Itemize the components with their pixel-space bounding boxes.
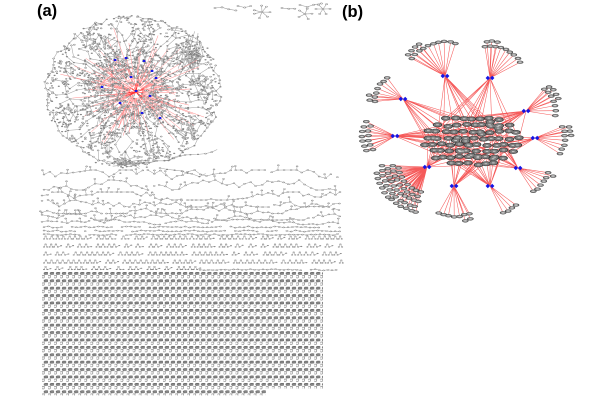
svg-text:(a): (a): [37, 2, 57, 20]
svg-text:(b): (b): [342, 3, 363, 21]
